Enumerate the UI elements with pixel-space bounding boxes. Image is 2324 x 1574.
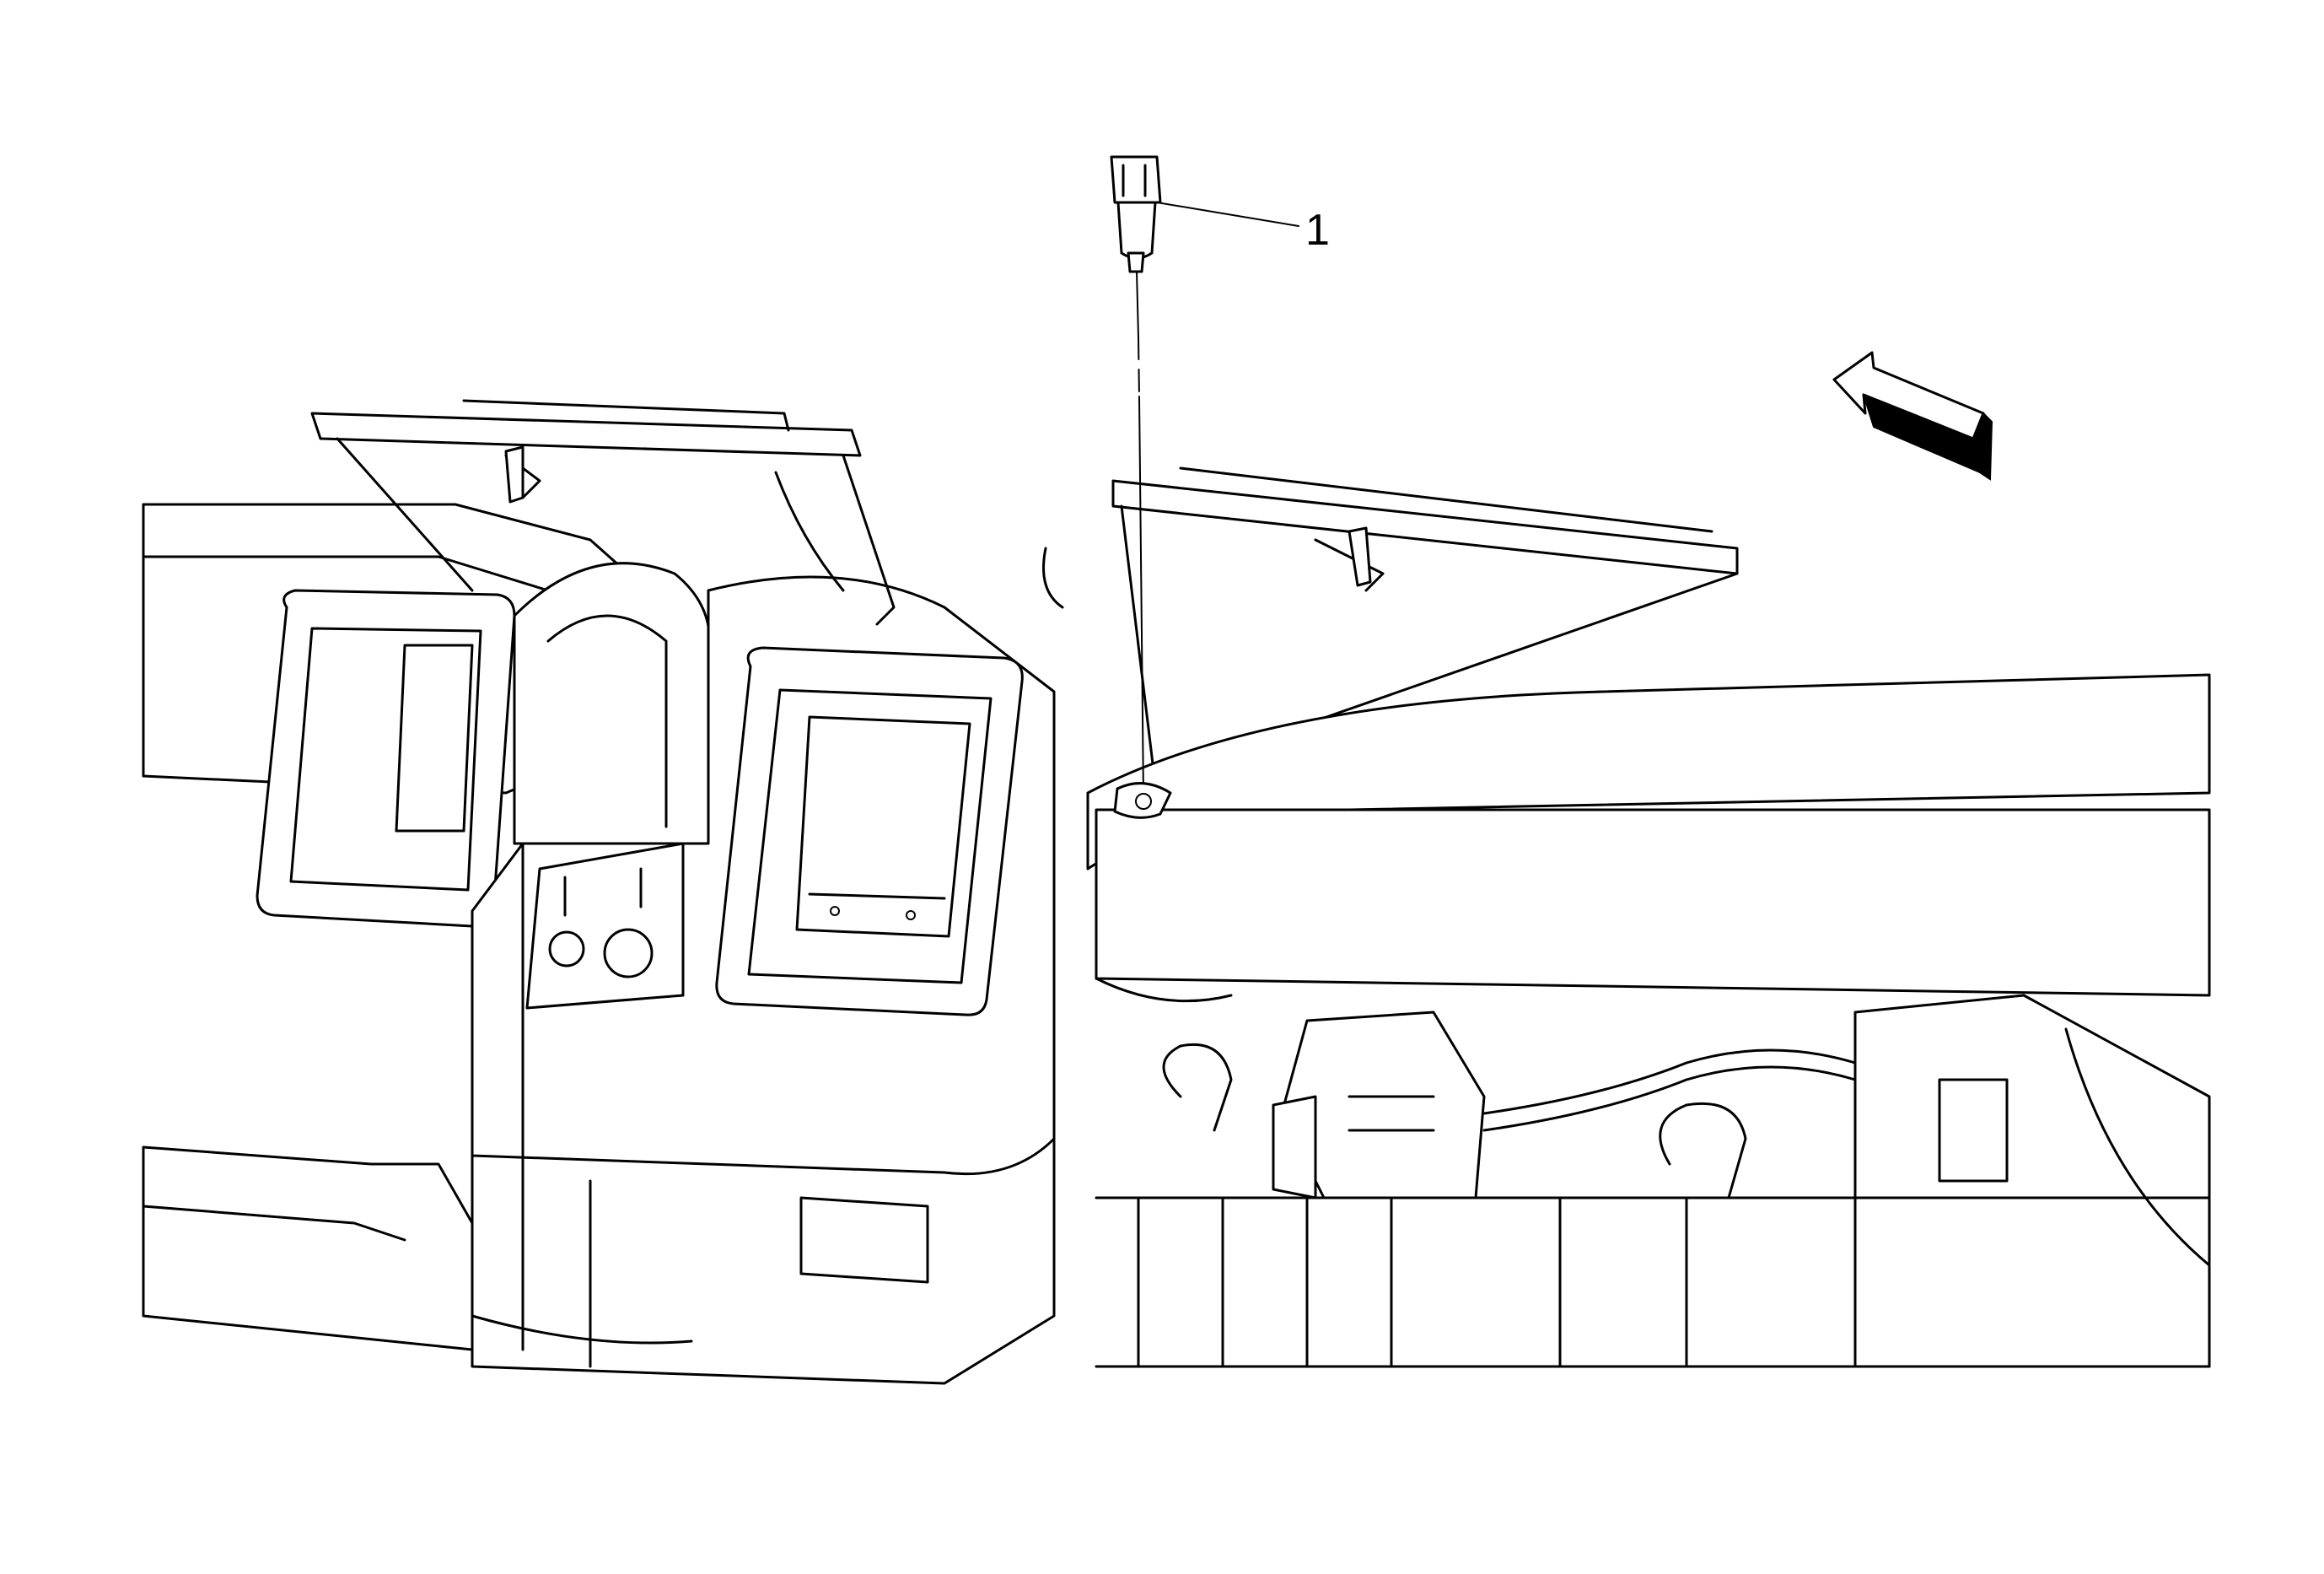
- right-upper-bracket: [1042, 466, 1739, 786]
- left-upper-bracket: [310, 399, 896, 626]
- knob-icon: [548, 930, 585, 968]
- installation-path: [1113, 271, 1172, 819]
- callout-number: 1: [1305, 206, 1330, 255]
- lower-left-duct: [142, 1145, 693, 1351]
- right-vent-outlet: [715, 646, 1024, 1016]
- callout-1: 1: [1156, 202, 1330, 255]
- view-direction-arrow-icon: [1832, 351, 1993, 481]
- sensor-mount-boss: [1113, 782, 1172, 819]
- left-vent-outlet: [256, 589, 516, 928]
- actuator-area: [1095, 994, 2211, 1368]
- callout-leader-line: [1156, 202, 1299, 227]
- cross-car-duct: [1086, 673, 2211, 1003]
- hvac-assembly: [142, 399, 2211, 1385]
- round-port-icon: [603, 928, 654, 978]
- sensor: [1110, 155, 1162, 273]
- control-plate: [525, 842, 685, 1010]
